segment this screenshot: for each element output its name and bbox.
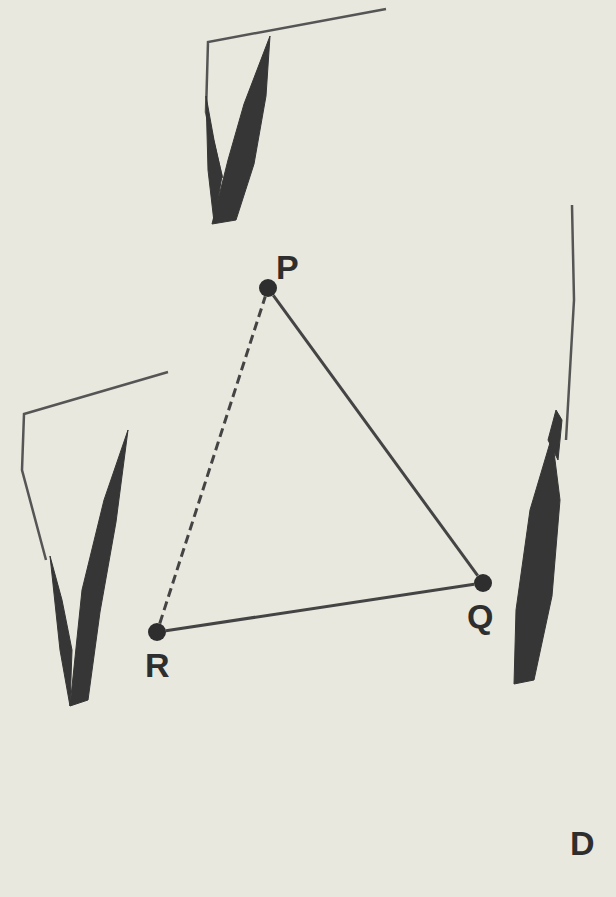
point-label: P	[276, 250, 299, 284]
point-dot: Q	[474, 574, 492, 592]
solid-link	[273, 295, 477, 575]
dashed-link	[160, 297, 265, 624]
point-dot: R	[148, 623, 166, 641]
solid-link	[166, 584, 474, 630]
point-dot: P	[259, 279, 277, 297]
point-label: Q	[467, 599, 493, 633]
panel-letter: D	[570, 826, 595, 860]
point-label: R	[145, 648, 170, 682]
